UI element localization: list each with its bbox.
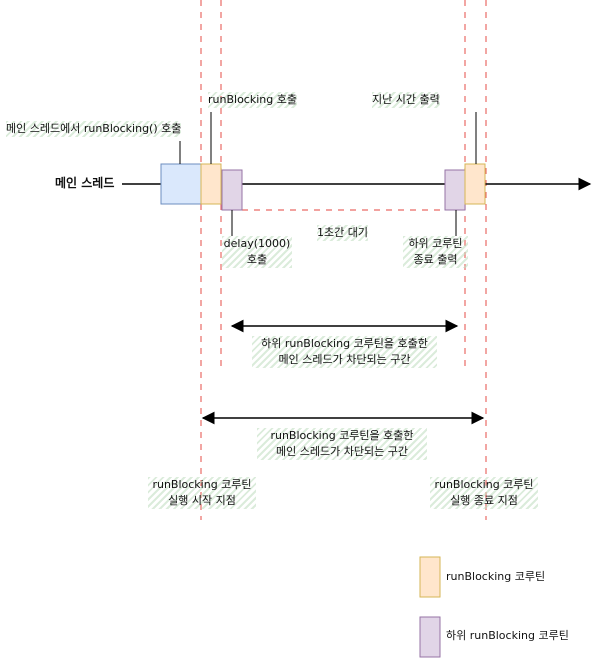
main-call-label: 메인 스레드에서 runBlocking() 호출	[6, 121, 182, 137]
start-point-line2: 실행 시작 지점	[168, 493, 236, 507]
start-point-label: runBlocking 코루틴 실행 시작 지점	[148, 477, 256, 509]
legend-swatch-child-runblocking	[419, 616, 441, 658]
runblocking-start-block	[200, 163, 222, 205]
parent-block-line1: runBlocking 코루틴을 호출한	[270, 429, 414, 442]
end-point-line1: runBlocking 코루틴	[434, 478, 534, 491]
end-point-label: runBlocking 코루틴 실행 종료 지점	[430, 477, 538, 509]
wait-label: 1초간 대기	[317, 225, 368, 241]
delay-call-line2: 호출	[246, 252, 268, 266]
legend-label-child-runblocking: 하위 runBlocking 코루틴	[446, 629, 569, 642]
delay-call-line1: delay(1000)	[223, 237, 291, 250]
start-point-line1: runBlocking 코루틴	[152, 478, 252, 491]
delay-call-label: delay(1000) 호출	[222, 236, 292, 268]
legend-label-runblocking: runBlocking 코루틴	[446, 570, 546, 583]
child-block-line2: 메인 스레드가 차단되는 구간	[278, 352, 411, 366]
child-start-block	[221, 169, 243, 211]
child-end-label: 하위 코루틴 종료 출력	[403, 236, 468, 268]
runblocking-call-label: runBlocking 호출	[208, 92, 297, 108]
child-end-block	[444, 169, 466, 211]
main-thread-block	[160, 163, 202, 205]
legend-swatch-runblocking	[419, 556, 441, 598]
child-end-line1: 하위 코루틴	[408, 237, 463, 250]
runblocking-end-block	[464, 163, 486, 205]
end-point-line2: 실행 종료 지점	[450, 493, 518, 507]
main-thread-label: 메인 스레드	[55, 176, 115, 190]
parent-block-range-label: runBlocking 코루틴을 호출한 메인 스레드가 차단되는 구간	[257, 428, 427, 460]
elapsed-print-label: 지난 시간 출력	[372, 92, 440, 108]
child-block-range-label: 하위 runBlocking 코루틴을 호출한 메인 스레드가 차단되는 구간	[252, 336, 437, 368]
child-block-line1: 하위 runBlocking 코루틴을 호출한	[261, 337, 428, 350]
parent-block-line2: 메인 스레드가 차단되는 구간	[276, 444, 408, 458]
child-end-line2: 종료 출력	[413, 252, 458, 266]
